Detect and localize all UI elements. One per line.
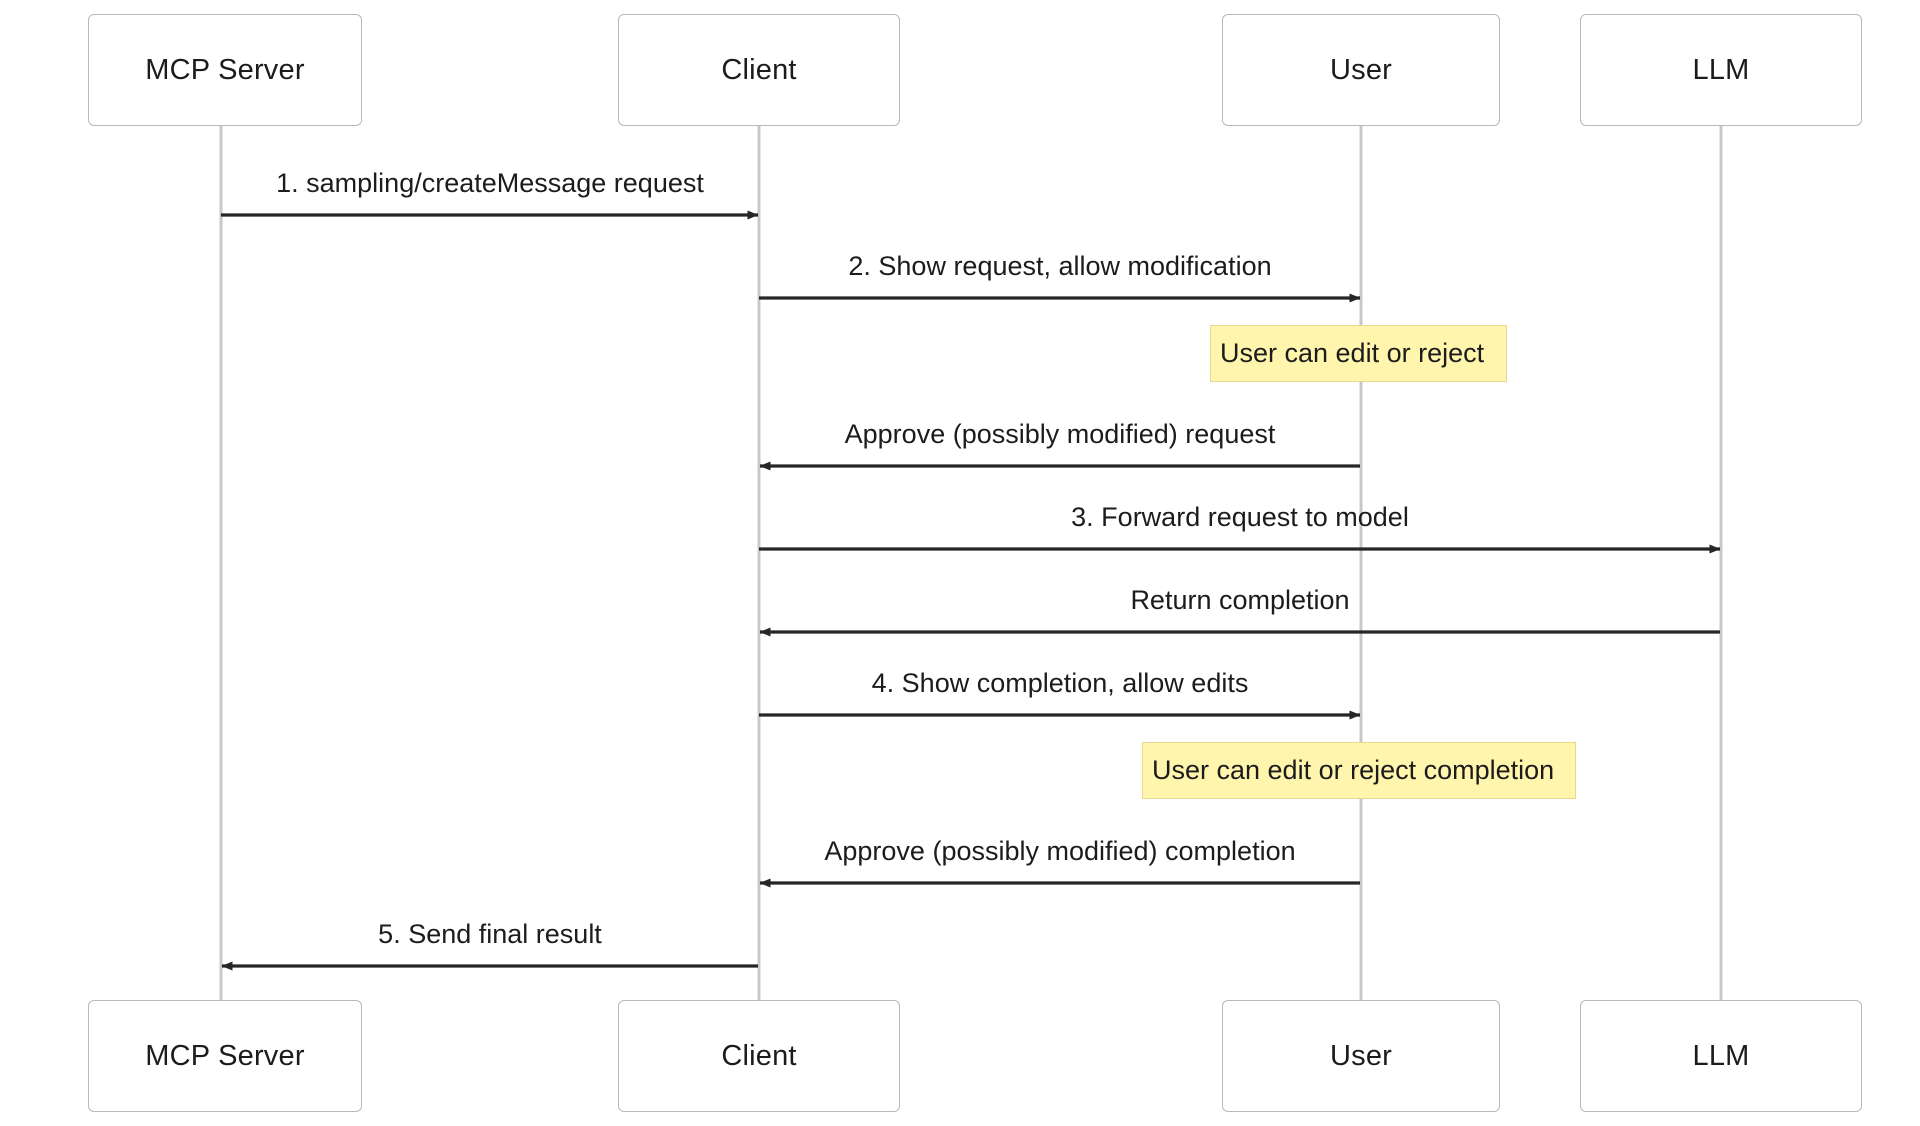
note-user-edit-request: User can edit or reject bbox=[1210, 325, 1507, 382]
message-arrows-group bbox=[221, 210, 1721, 971]
actor-label: LLM bbox=[1692, 53, 1750, 86]
message-label-2: 2. Show request, allow modification bbox=[848, 251, 1272, 281]
actor-box-user-top[interactable]: User bbox=[1222, 14, 1500, 126]
actor-box-llm-top[interactable]: LLM bbox=[1580, 14, 1862, 126]
lifelines-group bbox=[219, 126, 1723, 1000]
note-user-edit-completion: User can edit or reject completion bbox=[1142, 742, 1576, 799]
actor-box-client-top[interactable]: Client bbox=[618, 14, 900, 126]
note-text: User can edit or reject bbox=[1220, 338, 1485, 368]
message-label-1: 1. sampling/createMessage request bbox=[276, 168, 704, 198]
actor-label: MCP Server bbox=[145, 53, 305, 86]
message-label-3: Approve (possibly modified) request bbox=[844, 419, 1276, 449]
message-label-6: 4. Show completion, allow edits bbox=[871, 668, 1249, 698]
note-text: User can edit or reject completion bbox=[1152, 755, 1555, 785]
message-label-4: 3. Forward request to model bbox=[1071, 502, 1409, 532]
actor-label: User bbox=[1329, 1039, 1393, 1072]
message-label-7: Approve (possibly modified) completion bbox=[824, 836, 1296, 866]
actor-label: Client bbox=[721, 53, 797, 86]
actor-label: User bbox=[1329, 53, 1393, 86]
actor-label: MCP Server bbox=[145, 1039, 305, 1072]
actor-box-user-bottom[interactable]: User bbox=[1222, 1000, 1500, 1112]
actor-label: LLM bbox=[1692, 1039, 1750, 1072]
message-label-5: Return completion bbox=[1130, 585, 1350, 615]
actor-box-client-bottom[interactable]: Client bbox=[618, 1000, 900, 1112]
actor-label: Client bbox=[721, 1039, 797, 1072]
actor-box-mcp-server-bottom[interactable]: MCP Server bbox=[88, 1000, 362, 1112]
actor-box-llm-bottom[interactable]: LLM bbox=[1580, 1000, 1862, 1112]
message-label-8: 5. Send final result bbox=[378, 919, 602, 949]
actor-box-mcp-server-top[interactable]: MCP Server bbox=[88, 14, 362, 126]
